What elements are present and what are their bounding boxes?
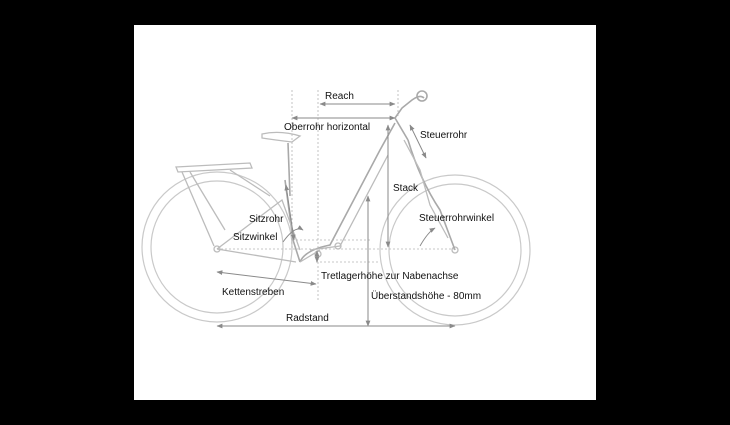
label-stack: Stack [393,183,419,194]
label-oberrohr: Oberrohr horizontal [284,122,370,133]
label-tretlager: Tretlagerhöhe zur Nabenachse [321,271,459,282]
diagram-panel [134,25,596,400]
steuerrohr-dimension [409,124,427,159]
steuerrohrwinkel-arc [419,227,436,247]
kettenstreben-dimension [216,270,317,286]
labels: Reach Oberrohr horizontal Steuerrohr Sta… [222,91,494,324]
label-reach: Reach [325,91,354,102]
label-sitzrohr: Sitzrohr [249,214,284,225]
sitzwinkel-arc [282,225,304,243]
dimension-lines [216,101,456,329]
rear-wheel [141,171,293,323]
label-sitzwinkel: Sitzwinkel [233,232,277,243]
label-steuerrohrwinkel: Steuerrohrwinkel [419,213,494,224]
label-steuerrohr: Steuerrohr [420,130,468,141]
label-ueberstand: Überstandshöhe - 80mm [371,290,481,302]
label-kettenstreben: Kettenstreben [222,287,284,298]
label-radstand: Radstand [286,313,329,324]
bike-frame [175,90,456,263]
